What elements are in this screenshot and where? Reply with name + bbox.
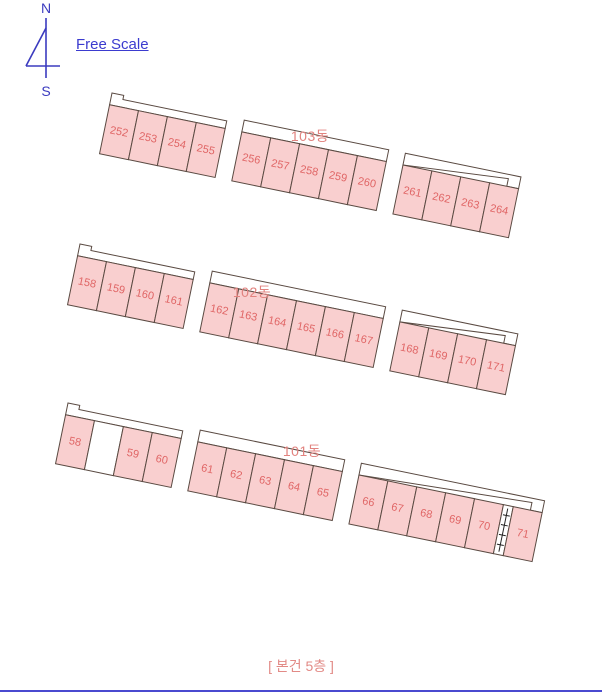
unit-number-161: 161: [164, 293, 184, 308]
unit-number-165: 165: [296, 320, 316, 335]
unit-number-70: 70: [477, 519, 491, 533]
unit-number-263: 263: [460, 196, 480, 211]
compass-north-label: N: [41, 0, 51, 16]
unit-number-59: 59: [126, 447, 140, 461]
free-scale-link[interactable]: Free Scale: [76, 36, 149, 53]
unit-number-168: 168: [399, 342, 419, 357]
unit-number-254: 254: [167, 136, 187, 151]
unit-number-256: 256: [241, 152, 261, 167]
unit-number-258: 258: [299, 163, 319, 178]
unit-number-262: 262: [431, 191, 451, 206]
unit-number-259: 259: [328, 169, 348, 184]
unit-number-255: 255: [196, 142, 216, 157]
unit-number-62: 62: [229, 468, 243, 482]
unit-cell-171[interactable]: [475, 339, 517, 396]
unit-number-166: 166: [325, 326, 345, 341]
unit-cell-167[interactable]: [343, 311, 384, 369]
footer-rule: [0, 690, 602, 692]
unit-number-164: 164: [267, 314, 287, 329]
buildings-layer: 252 253 254 255 256 257 258 259 260 261 262 263 264 1…: [54, 92, 546, 563]
floor-caption: [ 본건 5층 ]: [268, 658, 334, 674]
building-103dong: 252 253 254 255 256 257 258 259 260 261 262 263 264: [98, 92, 522, 239]
unit-cell-65[interactable]: [302, 465, 343, 522]
unit-cell-264[interactable]: [479, 182, 520, 239]
stair-direction-line: [498, 508, 509, 552]
compass-south-label: S: [41, 83, 50, 99]
unit-number-170: 170: [457, 353, 477, 368]
unit-number-60: 60: [155, 453, 169, 467]
unit-cell-161[interactable]: [153, 272, 194, 330]
unit-number-252: 252: [109, 124, 129, 139]
unit-number-64: 64: [287, 480, 301, 494]
unit-number-260: 260: [357, 175, 377, 190]
unit-number-163: 163: [238, 308, 258, 323]
building-label-102dong: 102동: [233, 284, 271, 300]
unit-number-61: 61: [200, 462, 214, 476]
building-label-101dong: 101동: [283, 443, 321, 459]
unit-cell-260[interactable]: [346, 155, 387, 212]
unit-number-160: 160: [135, 287, 155, 302]
unit-number-162: 162: [209, 303, 229, 318]
unit-number-66: 66: [361, 495, 375, 509]
unit-number-159: 159: [106, 281, 126, 296]
unit-number-69: 69: [448, 513, 462, 527]
compass-rose: N S: [25, 0, 60, 99]
building-labels-layer: 103동 102동 101동: [233, 128, 329, 459]
unit-number-68: 68: [419, 507, 433, 521]
unit-number-169: 169: [428, 347, 448, 362]
unit-number-257: 257: [270, 157, 290, 172]
unit-number-63: 63: [258, 474, 272, 488]
unit-number-171: 171: [486, 359, 506, 374]
building-102dong: 158 159 160 161 162 163 164 165 166 167 168 169 170 1…: [66, 243, 519, 396]
unit-number-261: 261: [402, 185, 422, 200]
unit-cell-60[interactable]: [141, 431, 182, 489]
unit-number-253: 253: [138, 130, 158, 145]
unit-number-158: 158: [77, 275, 97, 290]
unit-number-264: 264: [489, 202, 509, 217]
unit-cell-255[interactable]: [185, 121, 226, 179]
unit-cell-71[interactable]: [502, 506, 543, 563]
unit-number-65: 65: [316, 486, 330, 500]
building-label-103dong: 103동: [291, 128, 329, 144]
unit-number-58: 58: [68, 435, 82, 449]
unit-number-67: 67: [390, 501, 404, 515]
unit-number-71: 71: [515, 527, 529, 541]
unit-number-167: 167: [354, 332, 374, 347]
building-101dong: 58 59 60 61 62 63 64 65 66 67 68 69 70 71: [54, 402, 546, 563]
